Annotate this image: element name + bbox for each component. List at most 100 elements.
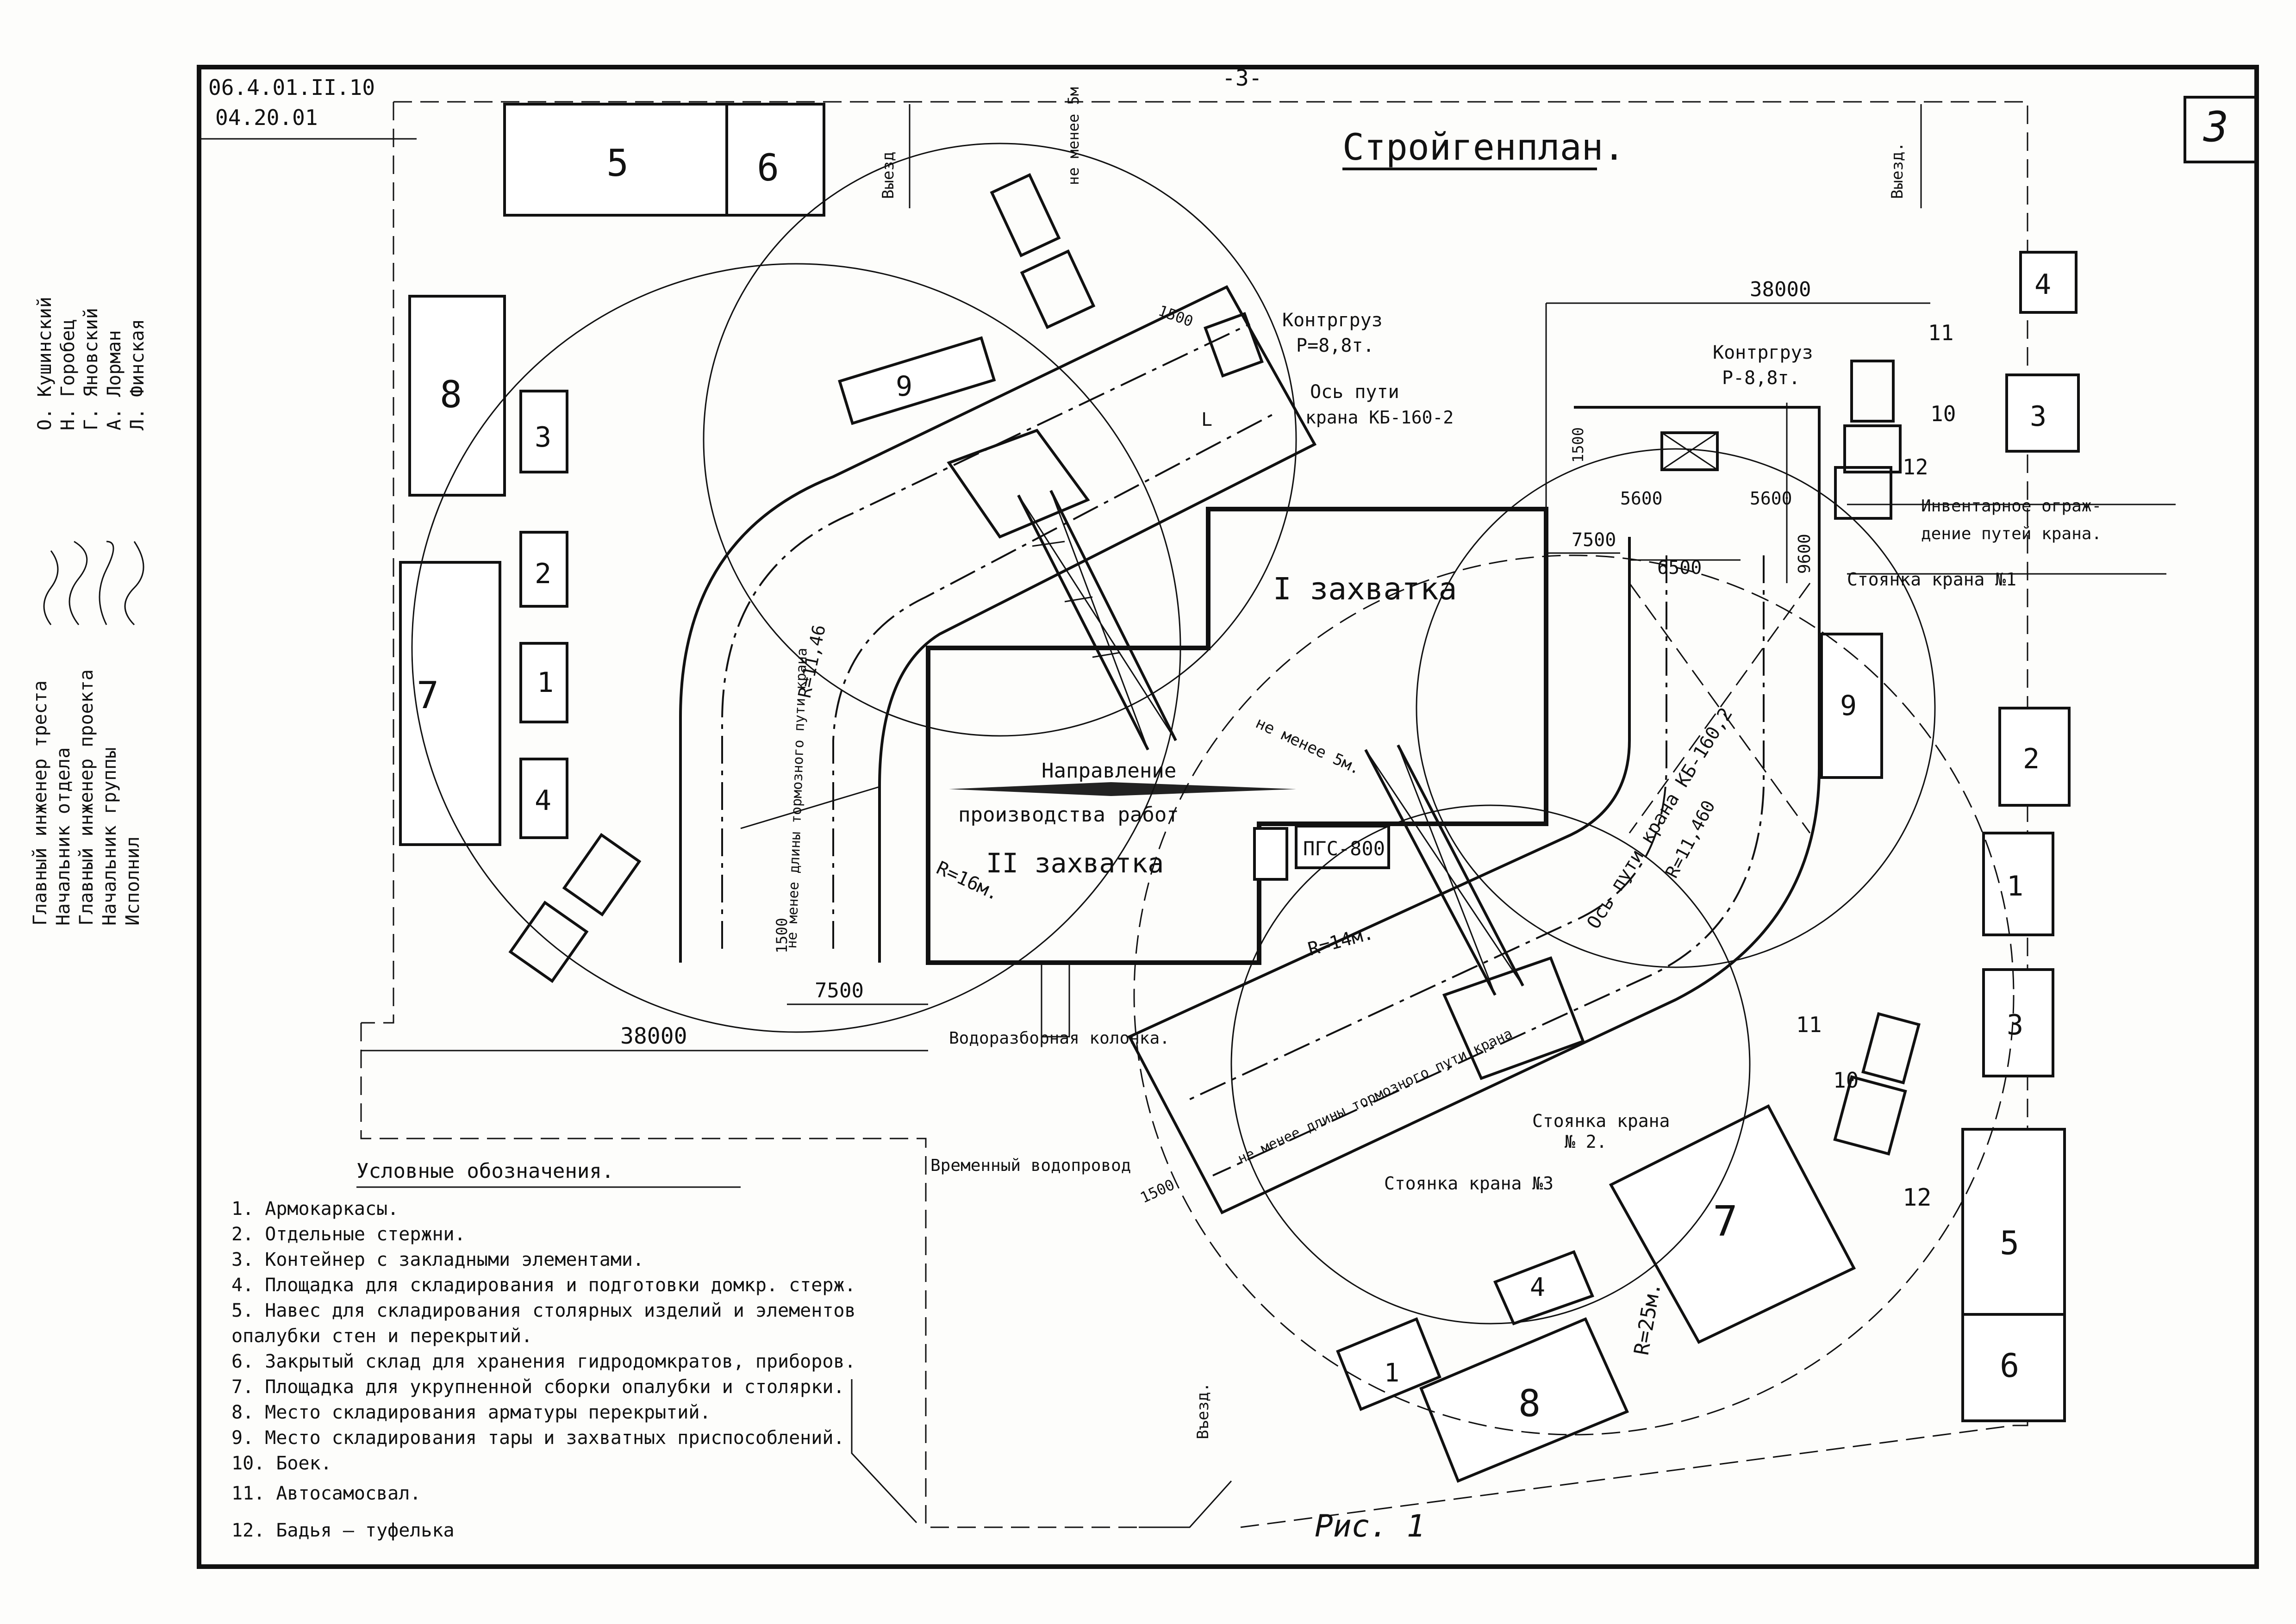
crane-2-counterweight-cross [1661,432,1718,471]
not-less-5m-label: не менее 5м. [1253,714,1364,778]
block-3-right-top [2005,373,2080,453]
legend-item-1: 1. Армокаркасы. [231,1198,399,1220]
crane-1-boom-outline-b [1049,490,1177,741]
dump-truck-top-icon [990,173,1096,330]
stamp-role-3: Главный инженер проекта [76,669,97,926]
crane-track-2-axis-b [1212,555,1765,1176]
label-12-top: 12 [1903,454,1928,479]
entry-bottom-label: Въезд. [1194,1382,1212,1439]
legend-item-4: 4. Площадка для складирования и подготов… [231,1275,856,1296]
zone-2-label: II захватка [986,847,1164,879]
site-boundary-bottom [360,1023,1143,1528]
label-5-right: 5 [2000,1224,2019,1262]
counterweight-2-label: Контргруз [1713,342,1813,363]
dim-9600: 9600 [1795,534,1814,574]
figure-caption: Рис. 1 [1315,1508,1425,1544]
pgs-box [1253,827,1288,881]
label-10-bottom: 10 [1833,1068,1859,1093]
dim-38000-top: 38000 [1750,278,1811,301]
label-4-bottom: 4 [1530,1272,1545,1302]
label-11-top: 11 [1928,320,1953,345]
water-column-label: Водоразборная колонка. [949,1029,1170,1048]
dim-1500-bottom-left: 1500 [773,918,791,953]
block-8-bottom [1419,1317,1629,1483]
crane-3-boom-outline-b [1397,744,1524,987]
stamp-name-5: Л. Финская [127,319,148,430]
block-5-top [503,103,728,217]
crane-1-counterweight [1204,312,1264,378]
drawing-frame [197,65,2259,1569]
crane3-max-radius [1133,554,2015,1436]
stamp-signatures [43,541,144,626]
label-5-top: 5 [606,142,629,185]
sheet-code-1: 06.4.01.II.10 [208,75,375,100]
legend-item-7: 7. Площадка для укрупненной сборки опалу… [231,1376,845,1398]
sheet-code-2: 04.20.01 [215,105,318,130]
label-8-bottom: 8 [1518,1382,1541,1425]
gate-bottom [851,1379,917,1524]
block-6-right [1961,1313,2066,1422]
label-4-right: 4 [2034,268,2051,301]
not-less-5m-top-label: не менее 5м [1065,87,1082,185]
label-9-right: 9 [1840,690,1857,722]
label-2-left: 2 [535,558,551,590]
block-3-right [1982,968,2054,1077]
title-stamp: Главный инженер треста Начальник отдела … [30,297,148,926]
block-7-left [399,561,501,846]
crane1-working-radius [703,143,1297,737]
fence-label-2: дение путей крана. [1921,524,2102,543]
label-3-right-top: 3 [2030,400,2046,433]
label-8-left: 8 [440,373,462,416]
crane-track-2-axis-a [1185,555,1667,1102]
crane3-working-radius [1230,804,1751,1325]
block-9-right [1820,633,1883,779]
direction-label: Направление [1042,759,1176,783]
stair [1041,962,1070,1038]
label-11-bottom: 11 [1796,1012,1822,1037]
crane-1-stop-line [740,786,880,829]
stamp-name-3: Г. Яновский [81,308,102,430]
stamp-role-1: Главный инженер треста [30,680,51,926]
axis-crane-label: крана КБ-160-2 [1305,407,1454,428]
block-1-right [1982,832,2054,936]
block-4-right [2019,251,2078,314]
brake-length-label: не менее длины тормозного пути крана [784,647,811,949]
dim-7500-right: 7500 [1572,529,1616,551]
crane-track-1-axis-a [721,323,1250,949]
crane-2-counterweight [1660,431,1719,471]
dim-5600-left: 5600 [1620,488,1663,509]
stamp-role-5: Исполнил [122,836,144,926]
parking-2-label: Стоянка крана [1532,1111,1670,1131]
label-2-right: 2 [2023,743,2040,775]
dim-7500-bottom: 7500 [815,979,864,1002]
stamp-name-2: Н. Горобец [57,319,79,430]
radius-14-label: R=14м. [1306,922,1376,960]
label-6-top: 6 [757,146,779,189]
legend-item-5b: опалубки стен и перекрытий. [231,1325,532,1347]
legend-item-2: 2. Отдельные стержни. [231,1224,466,1245]
label-12-bottom: 12 [1903,1184,1932,1212]
dump-truck-left-icon [508,833,642,983]
stamp-role-4: Начальник группы [99,747,120,926]
dim-L: L [1201,409,1212,430]
parking-1-label: Стоянка крана №1 [1847,569,2016,590]
temp-water-label: Временный водопровод [930,1156,1131,1175]
label-1-left: 1 [537,666,554,699]
legend-item-8: 8. Место складирования арматуры перекрыт… [231,1402,711,1423]
block-7-bottom [1609,1104,1856,1344]
legend-item-6: 6. Закрытый склад для хранения гидродомк… [231,1351,856,1372]
legend-item-11: 11. Автосамосвал. [231,1483,421,1504]
counterweight-2-value: Р-8,8т. [1722,367,1800,389]
radius-25-label: R=25м. [1630,1281,1666,1357]
label-1-bottom: 1 [1384,1358,1399,1388]
dim-38000-bottom: 38000 [620,1023,687,1049]
exit-top-label: Выезд [879,152,898,199]
page-number-box [2184,96,2258,163]
brake-length-label-2: не менее длины тормозного пути крана [1235,1026,1515,1168]
zone-1-label: I захватка [1273,571,1457,607]
label-1-right: 1 [2007,870,2023,902]
legend-item-3: 3. Контейнер с закладными элементами. [231,1249,644,1270]
parking-3-label: Стоянка крана №3 [1384,1173,1554,1194]
counterweight-1-value: Р=8,8т. [1296,335,1374,356]
